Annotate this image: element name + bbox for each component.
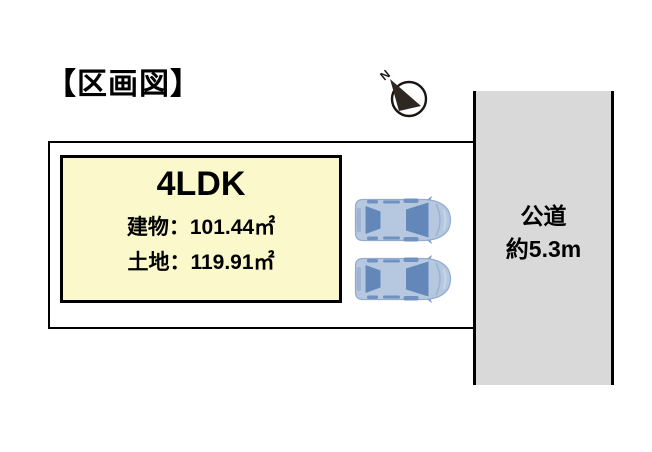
road-width-label: 約5.3m: [505, 236, 582, 262]
floor-plan-label: 4LDK: [156, 165, 246, 203]
building-box: 4LDK 建物：101.44㎡ 土地：119.91㎡: [60, 155, 342, 303]
compass-circle: [390, 80, 428, 118]
building-area-label: 建物：101.44㎡: [126, 216, 276, 240]
road-name-label: 公道: [520, 202, 567, 229]
car-top-view-icon: [354, 254, 452, 304]
car-top-view-icon: [354, 195, 452, 245]
page-title: 【区画図】: [46, 68, 201, 101]
compass-north-icon: N: [378, 67, 428, 118]
compass-needle: [390, 79, 421, 111]
land-area-label: 土地：119.91㎡: [127, 251, 275, 275]
road-area: 公道 約5.3m: [473, 91, 614, 385]
